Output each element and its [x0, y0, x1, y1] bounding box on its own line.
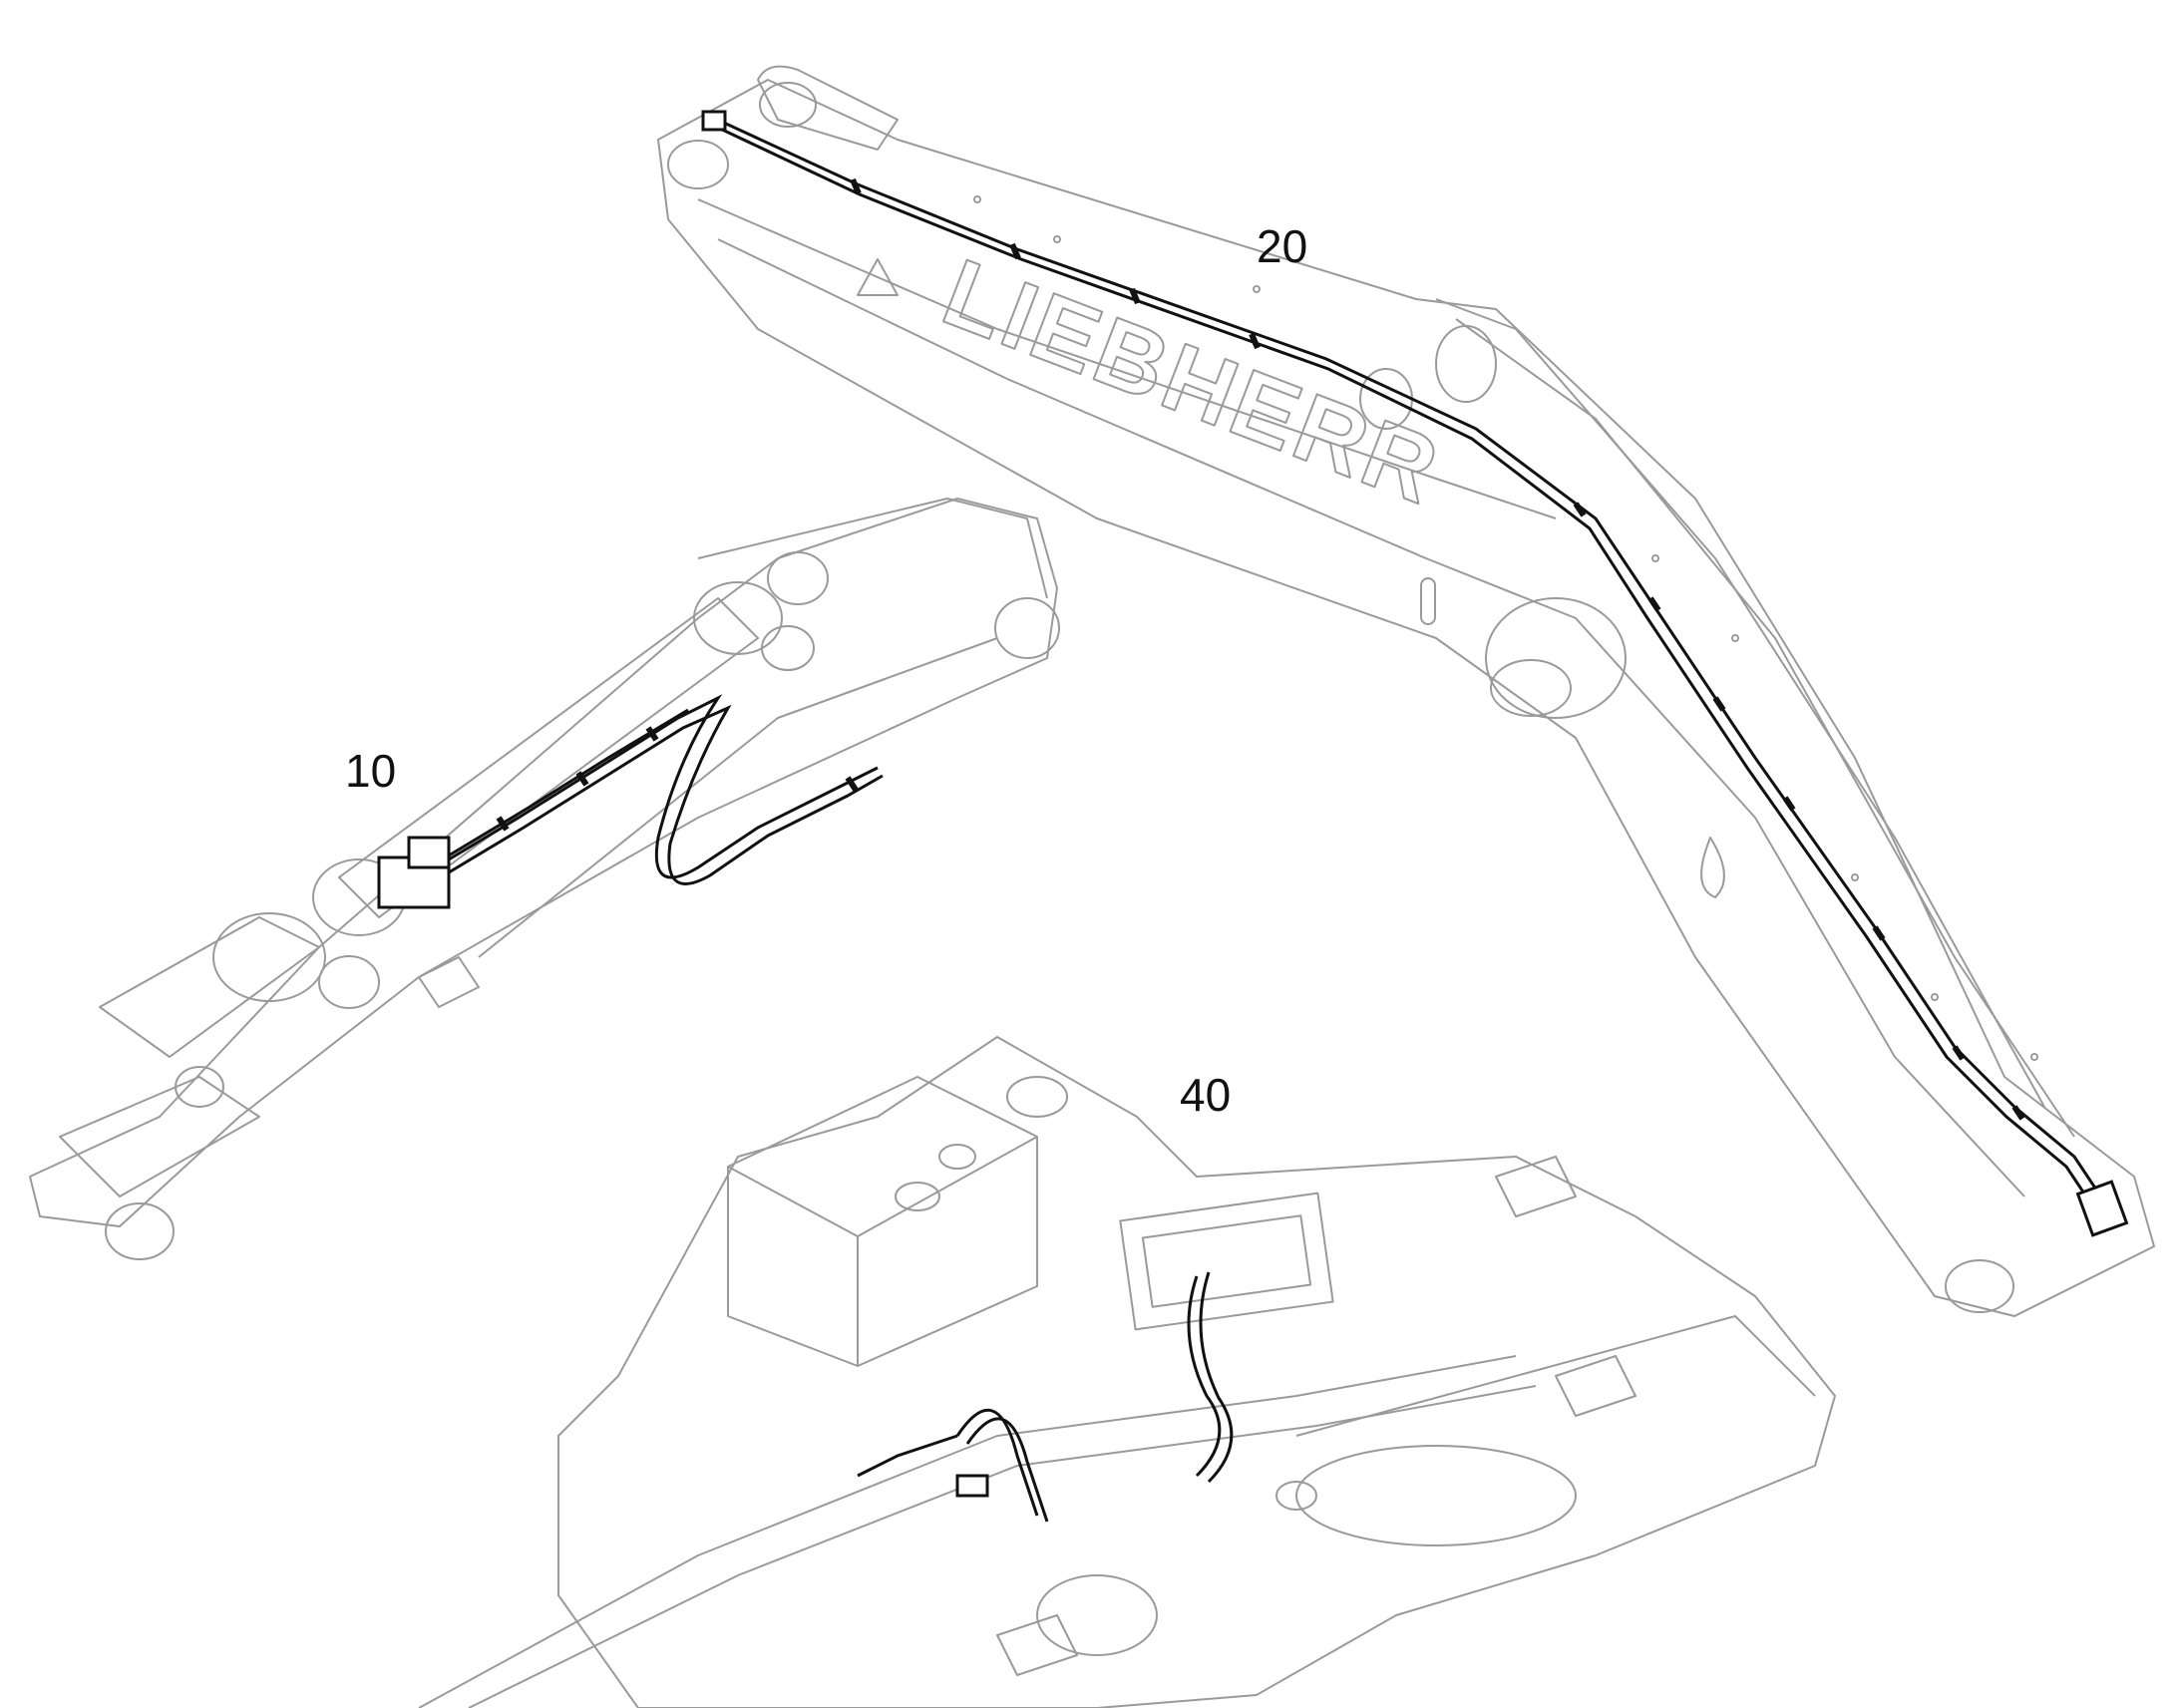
boom-head-bracket: [757, 65, 899, 151]
callout-label-40: 40: [1180, 1069, 1232, 1121]
boom-outline: [657, 79, 2155, 1317]
arm-assembly-10: [29, 498, 1060, 1260]
frame-outline: [557, 1036, 1836, 1708]
arm-cylinder: [338, 597, 759, 918]
arm-hose-lines: [377, 694, 884, 909]
control-valve-bank: [1119, 1192, 1334, 1331]
uppercarriage-assembly-40: [418, 1036, 1836, 1708]
callout-label-20: 20: [1257, 220, 1308, 272]
warning-triangle: [857, 258, 899, 296]
callout-label-10: 10: [345, 745, 397, 797]
boom-assembly-20: LIEBHERR: [657, 65, 2155, 1317]
arm-outline: [29, 498, 1058, 1227]
uppercarriage-hose-lines: [857, 1271, 1234, 1523]
boom-detail-holes: [973, 195, 2038, 1061]
tank-block: [727, 1076, 1038, 1367]
boom-hose-line: [701, 110, 2129, 1237]
